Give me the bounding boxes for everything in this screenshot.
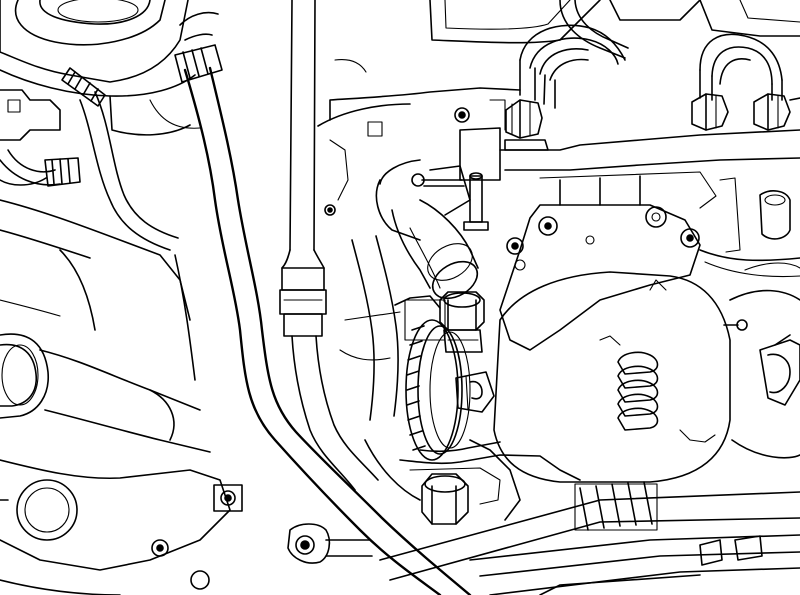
injection-pipes xyxy=(519,0,783,109)
lower-pipes xyxy=(469,534,800,595)
alternator-bracket xyxy=(499,171,717,351)
engine-block-top xyxy=(317,0,800,137)
fuel-rail xyxy=(459,99,800,181)
small-fasteners xyxy=(324,58,595,271)
engine-block-left xyxy=(0,199,196,381)
pivot-bolt xyxy=(409,467,501,525)
alternator-cooling-fins xyxy=(617,351,659,431)
stud-bolt xyxy=(463,172,489,231)
hose-clamp-bottom xyxy=(287,523,373,564)
coolant-outlet-elbow xyxy=(375,159,479,300)
bypass-hose xyxy=(339,235,401,421)
ac-hose xyxy=(379,481,800,581)
air-intake-housing xyxy=(0,0,201,136)
main-coolant-hose xyxy=(174,11,472,595)
intake-pipe-lower xyxy=(0,333,211,453)
left-lower-bracket xyxy=(0,459,231,595)
injector-nut-left xyxy=(504,99,549,151)
lower-mount xyxy=(364,439,581,521)
adjusting-bolt xyxy=(439,291,485,353)
left-bracket-assembly xyxy=(0,67,179,251)
alternator-pulley xyxy=(394,295,495,461)
injector-nut-middle xyxy=(691,93,729,131)
right-upper-details xyxy=(699,177,800,278)
mount-bolt-small xyxy=(213,484,243,512)
injector-nut-right xyxy=(753,93,800,131)
vertical-pipe xyxy=(279,0,379,491)
alternator xyxy=(493,262,800,483)
